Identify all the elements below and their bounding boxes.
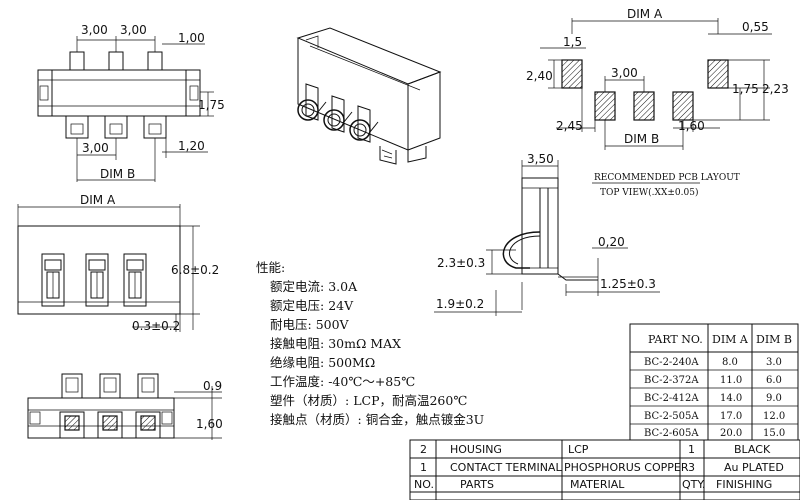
- part-row-0-a: 8.0: [722, 357, 738, 368]
- spec-value: 500MΩ: [328, 355, 376, 370]
- bom-row-1-finish: Au PLATED: [724, 461, 784, 474]
- bottom-dim-1: 0.9: [203, 379, 222, 393]
- side-dim-width: 3,50: [527, 152, 554, 166]
- front-dim-offset: 0.3±0.2: [132, 319, 180, 333]
- spec-label: 接触点（材质）:: [270, 412, 362, 427]
- spec-label: 塑件（材质）:: [270, 393, 350, 408]
- spec-label: 额定电流:: [270, 279, 325, 294]
- side-dim-base: 1.9±0.2: [436, 297, 484, 311]
- part-row-1-a: 11.0: [720, 375, 742, 386]
- spec-value: LCP，耐高温260℃: [353, 393, 468, 408]
- spec-label: 绝缘电阻:: [270, 355, 325, 370]
- spec-contact-resistance: 接触电阻: 30mΩ MAX: [256, 334, 484, 353]
- part-row-3-a: 17.0: [720, 411, 742, 422]
- front-view: DIM A 6.8±0.2 0.3±0.2: [17, 193, 219, 333]
- front-dim-height: 6.8±0.2: [171, 263, 219, 277]
- spec-value: 3.0A: [328, 279, 358, 294]
- side-dim-lead: 0,20: [598, 235, 625, 249]
- part-row-4-a: 20.0: [720, 428, 742, 439]
- part-row-3-no: BC-2-505A: [644, 411, 699, 422]
- top-dim-1: 3,00: [81, 23, 108, 37]
- spec-operating-temperature: 工作温度: -40℃～+85℃: [256, 372, 484, 391]
- part-row-3-b: 12.0: [763, 411, 785, 422]
- part-table: PART NO. DIM A DIM B BC-2-240A 8.0 3.0 B…: [629, 323, 799, 441]
- pcb-layout-title: RECOMMENDED PCB LAYOUT: [594, 173, 740, 183]
- side-view: 3,50 2.3±0.3 0,20 1.25±0.3 1.9±0.2: [434, 152, 660, 316]
- side-dim-contact-height: 2.3±0.3: [437, 256, 485, 270]
- bom-row-0-finish: BLACK: [734, 443, 771, 456]
- spec-value: 500V: [315, 317, 349, 332]
- spec-label: 接触电阻:: [270, 336, 325, 351]
- performance-specs: 性能: 额定电流: 3.0A 额定电压: 24V 耐电压: 500V 接触电阻:…: [256, 258, 484, 429]
- part-row-0-no: BC-2-240A: [644, 357, 699, 368]
- top-view: 3,00 3,00 1,00 1,75 3,00 1,20 DIM B: [37, 23, 225, 182]
- spec-housing-material: 塑件（材质）: LCP，耐高温260℃: [256, 391, 484, 410]
- pcb-layout-subtitle: TOP VIEW(.XX±0.05): [600, 187, 698, 198]
- bom-header-no: NO.: [414, 478, 434, 491]
- bom-header-qty: QTY.: [682, 478, 705, 491]
- part-table-header-1: DIM A: [712, 333, 749, 346]
- pcb-dim-160: 1,60: [678, 119, 705, 133]
- specs-heading: 性能:: [256, 260, 286, 275]
- bom-header-finish: FINISHING: [716, 478, 772, 491]
- bom-header-part: PARTS: [460, 478, 494, 491]
- bom-row-0-material: LCP: [568, 443, 589, 456]
- bom-row-0-part: HOUSING: [450, 443, 502, 456]
- pcb-layout: DIM A 0,55 1,5 2,40 3,00 1,75 2,23 2,45: [526, 7, 789, 198]
- part-row-0-b: 3.0: [766, 357, 782, 368]
- part-row-1-no: BC-2-372A: [644, 375, 699, 386]
- bom-header-material: MATERIAL: [570, 478, 625, 491]
- top-dim-bottom-1: 3,00: [82, 141, 109, 155]
- bom-row-1-part: CONTACT TERMINAL: [450, 461, 562, 474]
- pcb-dim-223: 2,23: [762, 82, 789, 96]
- top-dim-right: 1,75: [198, 98, 225, 112]
- bom-row-1-qty: 3: [688, 461, 695, 474]
- spec-value: -40℃～+85℃: [328, 374, 416, 389]
- spec-value: 24V: [328, 298, 354, 313]
- spec-label: 耐电压:: [270, 317, 312, 332]
- spec-value: 30mΩ MAX: [328, 336, 402, 351]
- part-row-4-no: BC-2-605A: [644, 428, 699, 439]
- bom-row-1-no: 1: [420, 461, 427, 474]
- part-row-2-a: 14.0: [720, 393, 742, 404]
- spec-label: 工作温度:: [270, 374, 325, 389]
- top-dim-bottom-2: 1,20: [178, 139, 205, 153]
- top-dim-2: 3,00: [120, 23, 147, 37]
- part-row-4-b: 15.0: [763, 428, 785, 439]
- spec-rated-current: 额定电流: 3.0A: [256, 277, 484, 296]
- part-row-1-b: 6.0: [766, 375, 782, 386]
- top-dim-3: 1,00: [178, 31, 205, 45]
- part-table-header-0: PART NO.: [648, 333, 703, 346]
- spec-withstand-voltage: 耐电压: 500V: [256, 315, 484, 334]
- bom-row-0-no: 2: [420, 443, 427, 456]
- side-dim-lead-length: 1.25±0.3: [600, 277, 656, 291]
- bottom-view: 0.9 1,60: [27, 373, 223, 440]
- top-dim-b: DIM B: [100, 167, 135, 181]
- spec-rated-voltage: 额定电压: 24V: [256, 296, 484, 315]
- bom-table: 2 HOUSING LCP 1 BLACK 1 CONTACT TERMINAL…: [409, 439, 800, 500]
- pcb-dim-a: DIM A: [627, 7, 663, 21]
- pcb-dim-15: 1,5: [563, 35, 582, 49]
- bottom-dim-2: 1,60: [196, 417, 223, 431]
- spec-contact-material: 接触点（材质）: 铜合金，触点镀金3U: [256, 410, 484, 429]
- part-row-2-no: BC-2-412A: [644, 393, 699, 404]
- pcb-dim-245: 2,45: [556, 119, 583, 133]
- part-table-header-2: DIM B: [756, 333, 792, 346]
- pcb-dim-175: 1,75: [732, 82, 759, 96]
- part-row-2-b: 9.0: [766, 393, 782, 404]
- spec-label: 额定电压:: [270, 298, 325, 313]
- isometric-view: [296, 27, 442, 165]
- bom-row-0-qty: 1: [688, 443, 695, 456]
- pcb-dim-240: 2,40: [526, 69, 553, 83]
- front-dim-a: DIM A: [80, 193, 116, 207]
- pcb-dim-055: 0,55: [742, 20, 769, 34]
- pcb-dim-b: DIM B: [624, 132, 659, 146]
- spec-value: 铜合金，触点镀金3U: [365, 412, 485, 427]
- spec-insulation-resistance: 绝缘电阻: 500MΩ: [256, 353, 484, 372]
- bom-row-1-material: PHOSPHORUS COPPER: [564, 461, 689, 474]
- pcb-dim-300: 3,00: [611, 66, 638, 80]
